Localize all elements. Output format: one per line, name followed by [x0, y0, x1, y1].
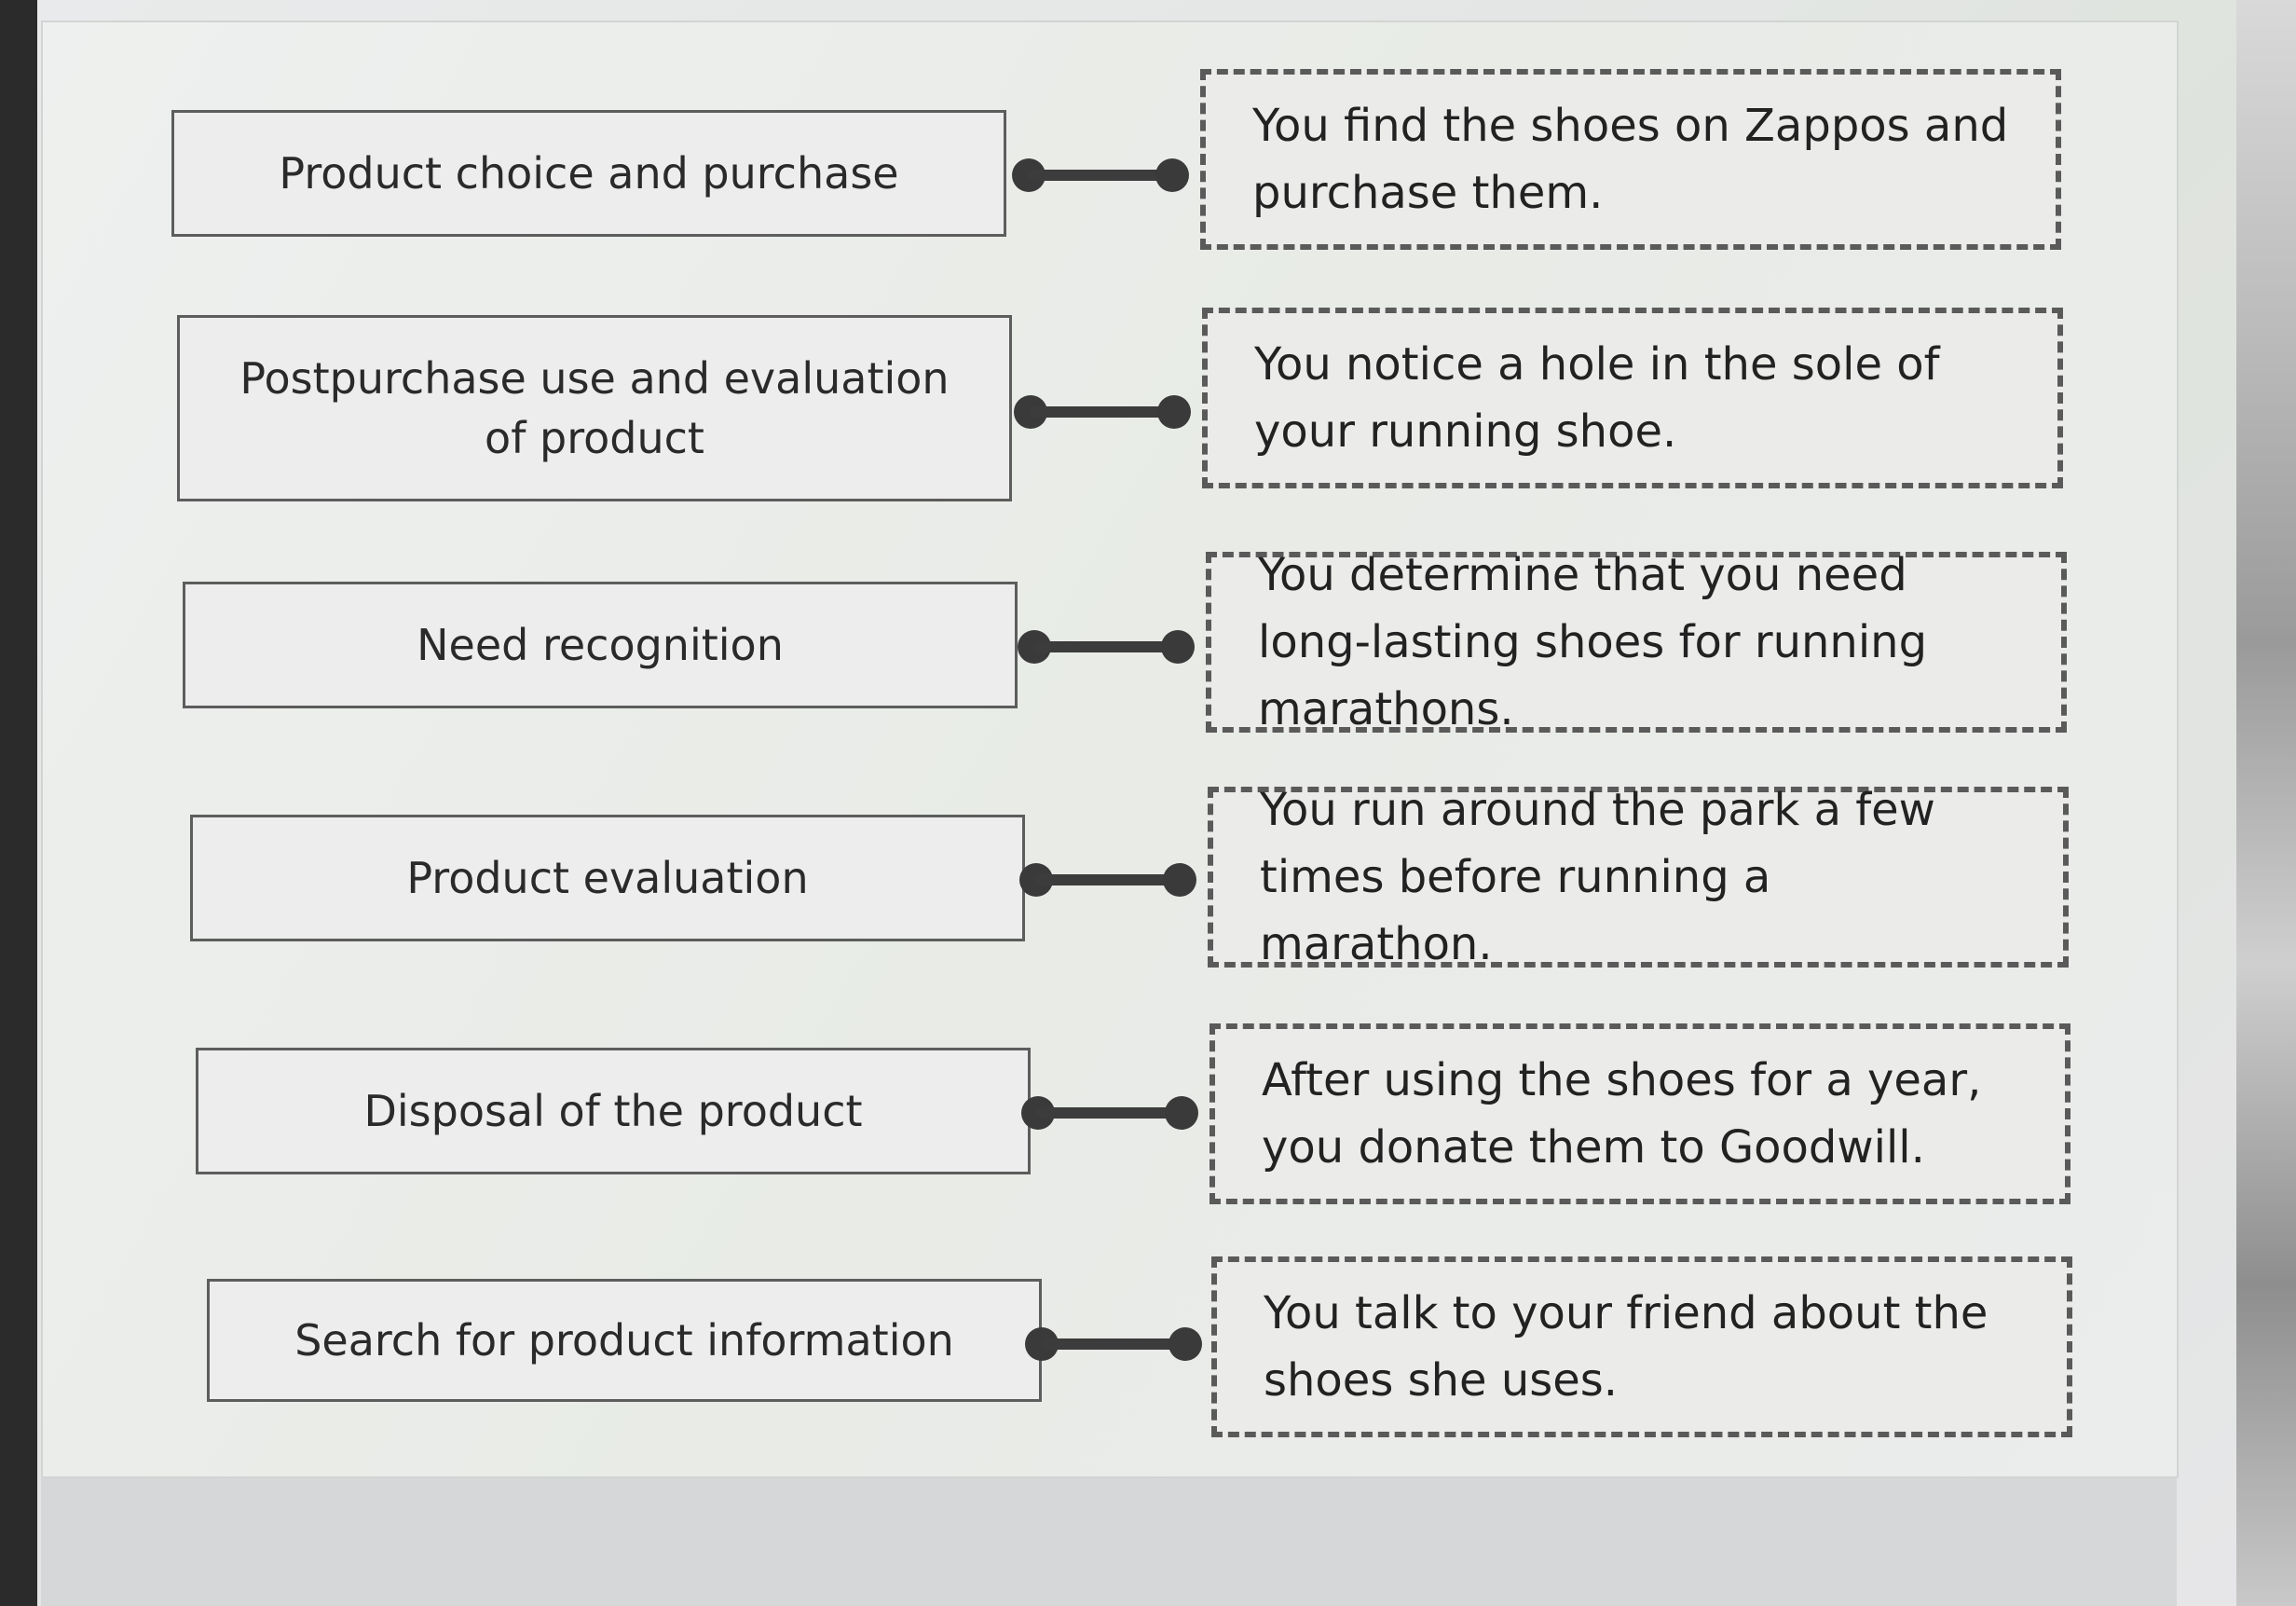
connector-bar [1040, 1338, 1189, 1350]
answer-box[interactable]: You talk to your friend about the shoes … [1211, 1256, 2072, 1437]
connector-bar [1032, 641, 1182, 652]
term-box[interactable]: Need recognition [183, 582, 1018, 708]
term-box[interactable]: Product choice and purchase [171, 110, 1006, 237]
connector-handle-right[interactable] [1155, 158, 1189, 192]
connector-handle-right[interactable] [1157, 395, 1191, 429]
connector-line[interactable] [1021, 1094, 1198, 1132]
term-box[interactable]: Product evaluation [190, 815, 1025, 941]
connector-line[interactable] [1012, 157, 1189, 194]
term-box[interactable]: Disposal of the product [196, 1048, 1031, 1174]
connector-handle-right[interactable] [1161, 630, 1195, 664]
background-window-edge [2236, 0, 2296, 1606]
term-label: Product choice and purchase [279, 148, 899, 199]
answer-box[interactable]: You determine that you need long-lasting… [1206, 549, 2067, 735]
bottom-strip [41, 1478, 2177, 1606]
answer-text: After using the shoes for a year, you do… [1262, 1054, 1982, 1174]
term-label: Postpurchase use and evaluation of produ… [239, 353, 950, 463]
connector-bar [1036, 1107, 1185, 1119]
answer-text: You run around the park a few times befo… [1260, 784, 1935, 970]
connector-handle-right[interactable] [1165, 1096, 1198, 1130]
term-box[interactable]: Postpurchase use and evaluation of produ… [177, 315, 1012, 501]
matching-panel [41, 21, 2179, 1478]
connector-bar [1029, 406, 1178, 418]
answer-box[interactable]: After using the shoes for a year, you do… [1210, 1023, 2070, 1204]
connector-handle-right[interactable] [1163, 863, 1196, 897]
connector-line[interactable] [1025, 1325, 1202, 1363]
term-label: Search for product information [294, 1315, 954, 1366]
term-box[interactable]: Search for product information [207, 1279, 1042, 1402]
answer-box[interactable]: You find the shoes on Zappos and purchas… [1200, 69, 2061, 250]
connector-line[interactable] [1014, 393, 1191, 431]
connector-handle-right[interactable] [1168, 1327, 1202, 1361]
connector-bar [1034, 874, 1183, 885]
connector-line[interactable] [1018, 628, 1195, 666]
answer-text: You notice a hole in the sole of your ru… [1254, 338, 1940, 458]
answer-text: You find the shoes on Zappos and purchas… [1252, 100, 2009, 219]
connector-bar [1027, 170, 1176, 181]
term-label: Need recognition [417, 620, 784, 670]
term-label: Disposal of the product [363, 1086, 863, 1136]
connector-line[interactable] [1019, 861, 1196, 899]
term-label: Product evaluation [406, 853, 809, 903]
answer-box[interactable]: You notice a hole in the sole of your ru… [1202, 308, 2063, 488]
answer-text: You talk to your friend about the shoes … [1264, 1287, 1988, 1407]
answer-text: You determine that you need long-lasting… [1258, 549, 1928, 735]
answer-box[interactable]: You run around the park a few times befo… [1208, 784, 2069, 970]
